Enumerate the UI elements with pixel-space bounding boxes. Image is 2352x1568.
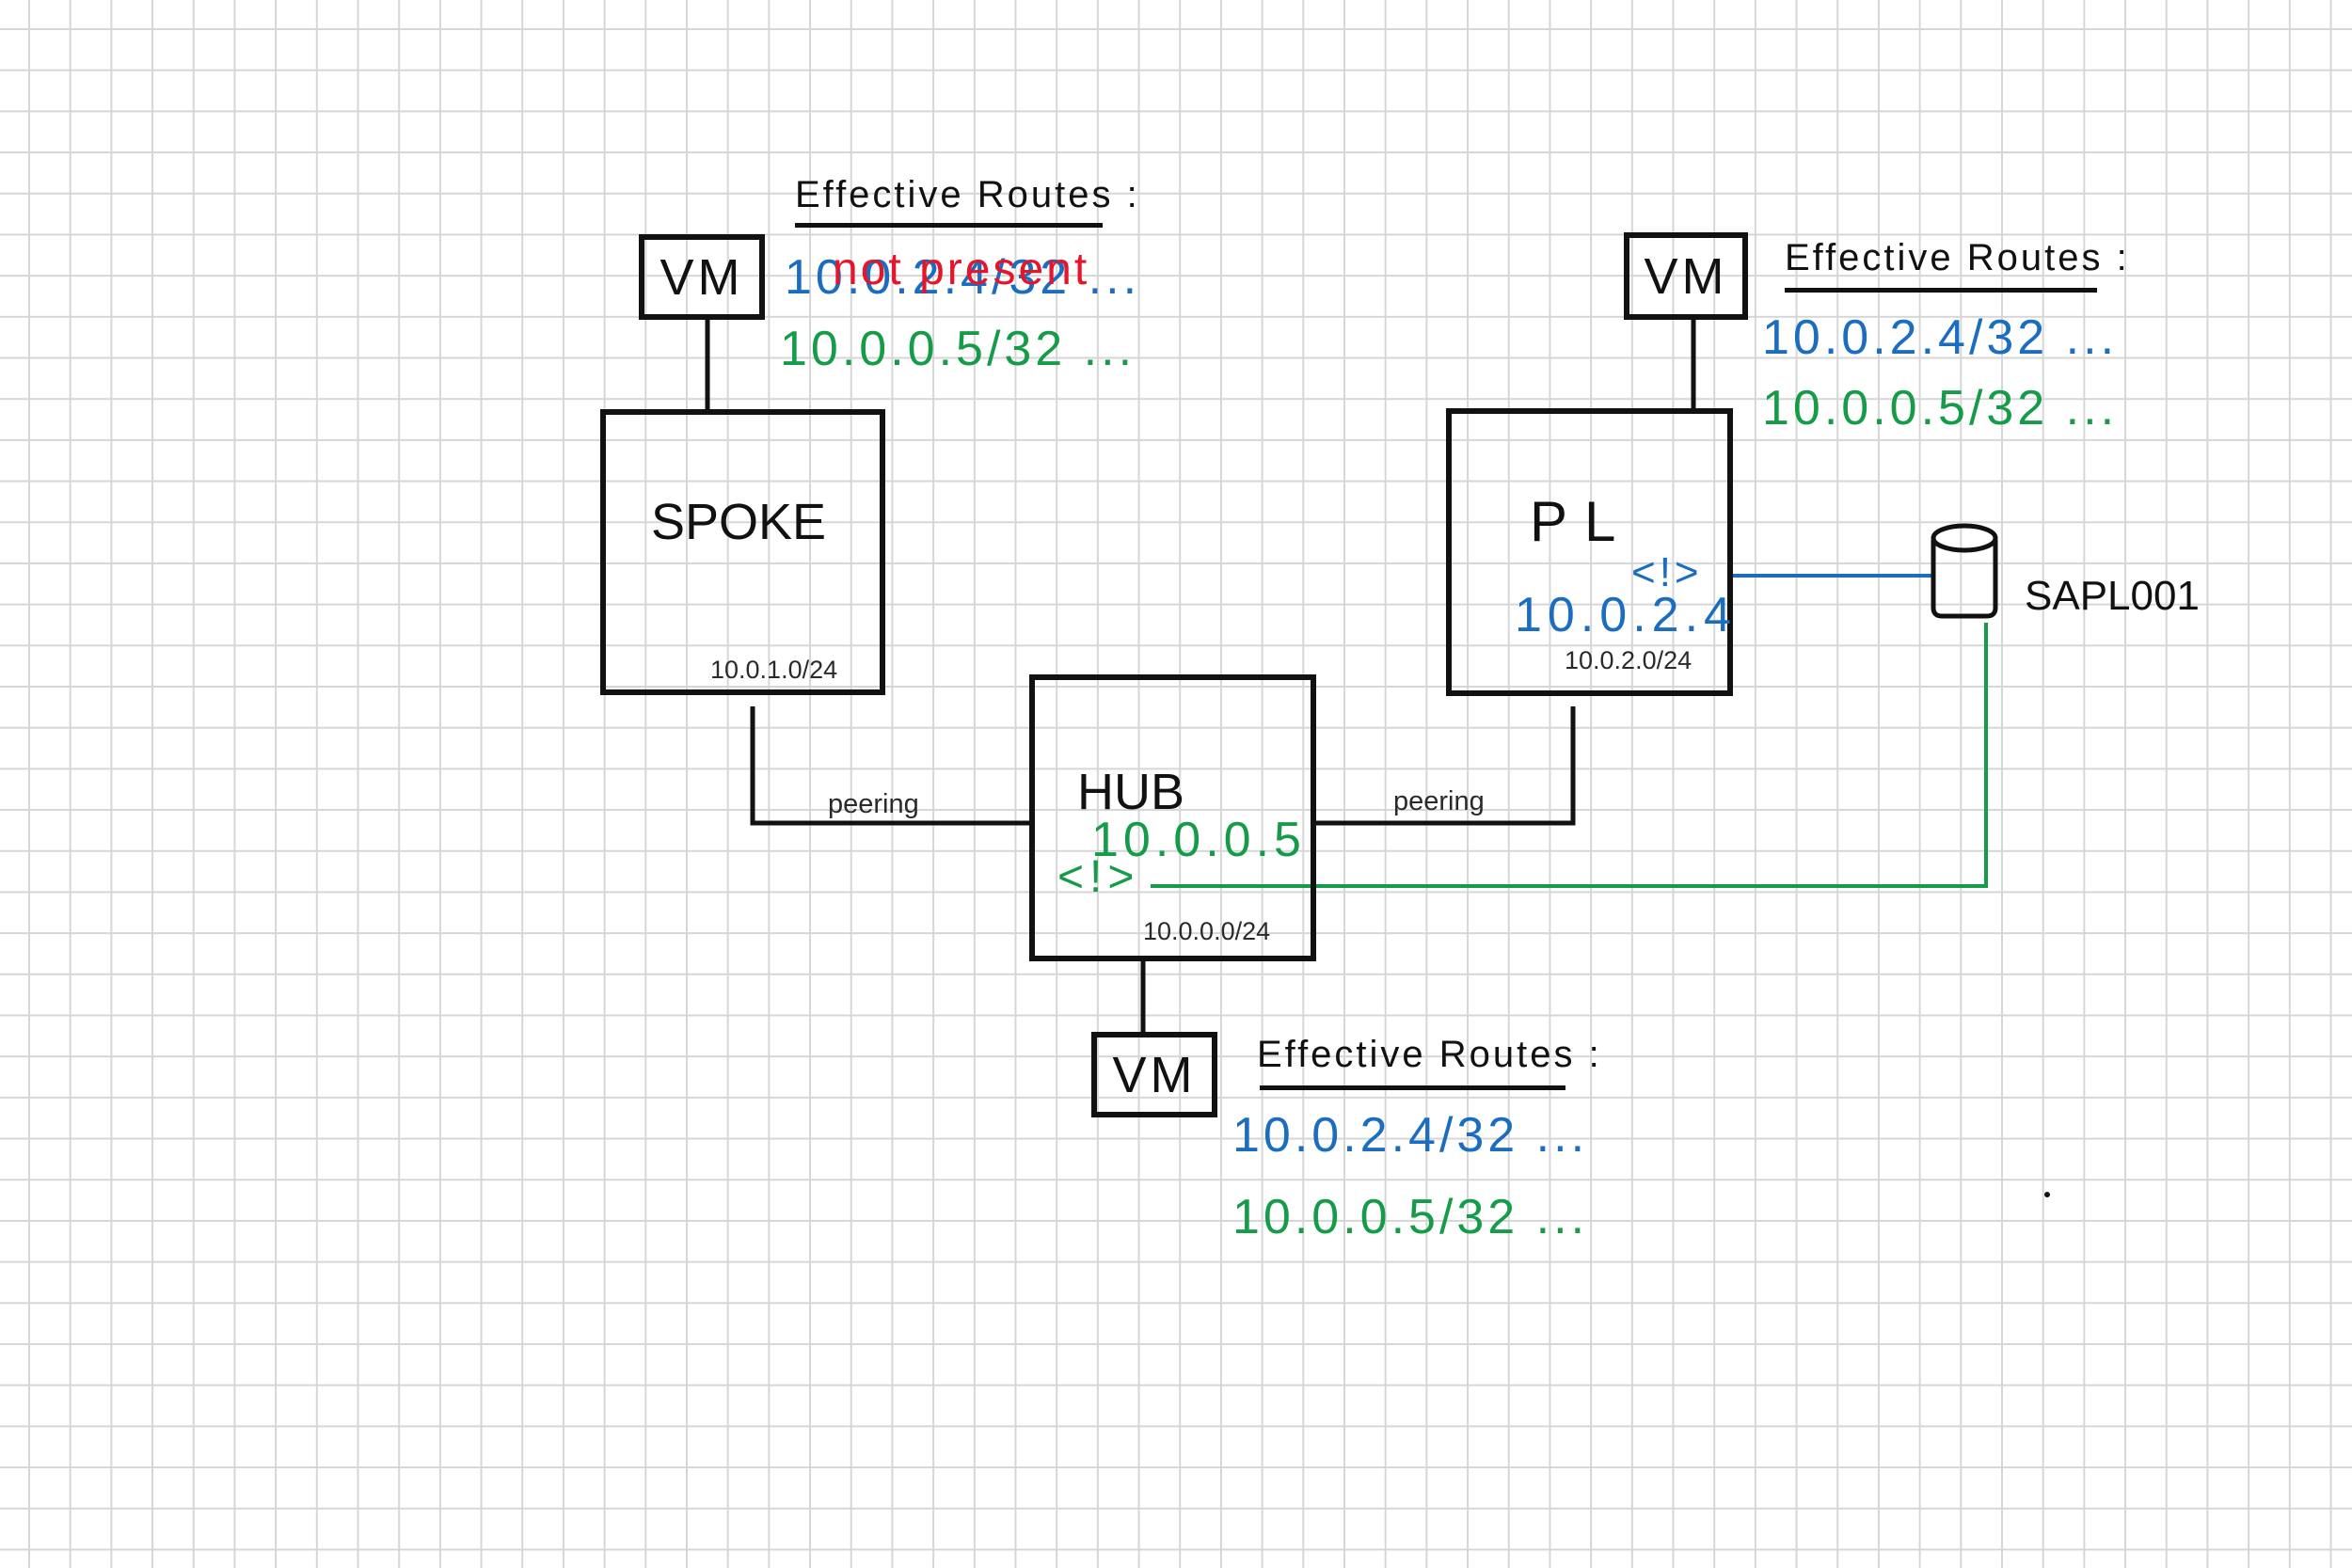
route-hub-endpoint: 10.0.0.5/32 ... [1762, 381, 2119, 436]
route-pl-endpoint: 10.0.2.4/32 ... [785, 250, 1141, 305]
effective-routes-underline [1260, 1085, 1565, 1090]
pl-vm-label: VM [1644, 247, 1728, 305]
hub-private-endpoint-ip: 10.0.0.5 [1091, 813, 1306, 867]
spoke-label: SPOKE [651, 494, 827, 550]
route-pl-endpoint: 10.0.2.4/32 ... [1232, 1108, 1589, 1163]
spoke-vm-box: VM [639, 234, 765, 320]
hub-pl-peering-line [1314, 706, 1576, 826]
route-pl-endpoint: 10.0.2.4/32 ... [1762, 310, 2119, 365]
spoke-vnet-box [600, 409, 885, 695]
hub-vm-box: VM [1091, 1032, 1217, 1117]
storage-account-label: SAPL001 [2025, 573, 2200, 619]
effective-routes-title: Effective Routes : [1257, 1034, 1602, 1075]
hub-label: HUB [1077, 764, 1185, 820]
spoke-hub-peering-line [750, 706, 1031, 826]
not-present-annotation: not present [833, 245, 1090, 294]
effective-routes-underline [1785, 288, 2097, 293]
pl-subnet: 10.0.2.0/24 [1565, 646, 1692, 674]
effective-routes-underline [795, 223, 1103, 228]
spoke-subnet: 10.0.1.0/24 [710, 656, 838, 684]
hub-vm-label: VM [1112, 1046, 1197, 1103]
spoke-vm-label: VM [660, 248, 744, 306]
effective-routes-title: Effective Routes : [795, 174, 1140, 215]
route-hub-endpoint: 10.0.0.5/32 ... [1232, 1190, 1589, 1244]
hub-subnet: 10.0.0.0/24 [1143, 917, 1271, 945]
pl-label: PL [1530, 490, 1633, 553]
stray-dot [2044, 1192, 2050, 1197]
hub-private-endpoint-marker: <!> [1057, 852, 1140, 902]
pl-vm-box: VM [1624, 232, 1748, 320]
effective-routes-title: Effective Routes : [1785, 237, 2130, 278]
pl-private-endpoint-marker: <!> [1631, 549, 1703, 595]
spoke-hub-peering-label: peering [828, 789, 919, 819]
hub-pl-peering-label: peering [1393, 786, 1485, 816]
pl-vnet-box [1446, 408, 1733, 696]
route-hub-endpoint: 10.0.0.5/32 ... [780, 322, 1136, 376]
pl-private-endpoint-ip: 10.0.2.4 [1515, 588, 1737, 642]
hub-private-link-line [1151, 623, 1988, 888]
storage-cylinder-icon [1931, 523, 1998, 619]
hub-vnet-box [1029, 674, 1316, 961]
